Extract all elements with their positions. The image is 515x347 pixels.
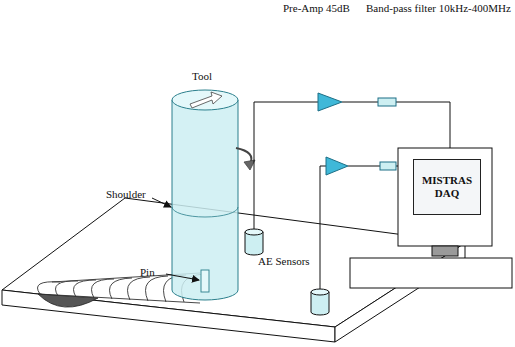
part-label: Band-pass filter 10kHz-400MHz: [366, 2, 511, 15]
filter-box: [378, 98, 396, 106]
node-label: MISTRAS DAQ: [414, 174, 480, 200]
part-label: Shoulder: [106, 188, 146, 201]
ae-sensor: [245, 229, 263, 255]
preamp-triangle: [326, 157, 348, 175]
daq-screen: MISTRAS DAQ: [413, 159, 481, 215]
filter-box: [380, 162, 396, 170]
preamp-triangle: [318, 93, 342, 111]
ae-sensor: [311, 289, 329, 315]
shoulder-leader: [152, 198, 171, 207]
pin-leader: [166, 274, 199, 280]
part-label: Pre-Amp 45dB: [283, 2, 350, 15]
part-label: Pin: [140, 266, 155, 279]
part-label: Tool: [192, 70, 212, 83]
computer: [350, 148, 512, 288]
part-label: AE Sensors: [258, 255, 310, 268]
tool-cylinder: [172, 90, 255, 300]
